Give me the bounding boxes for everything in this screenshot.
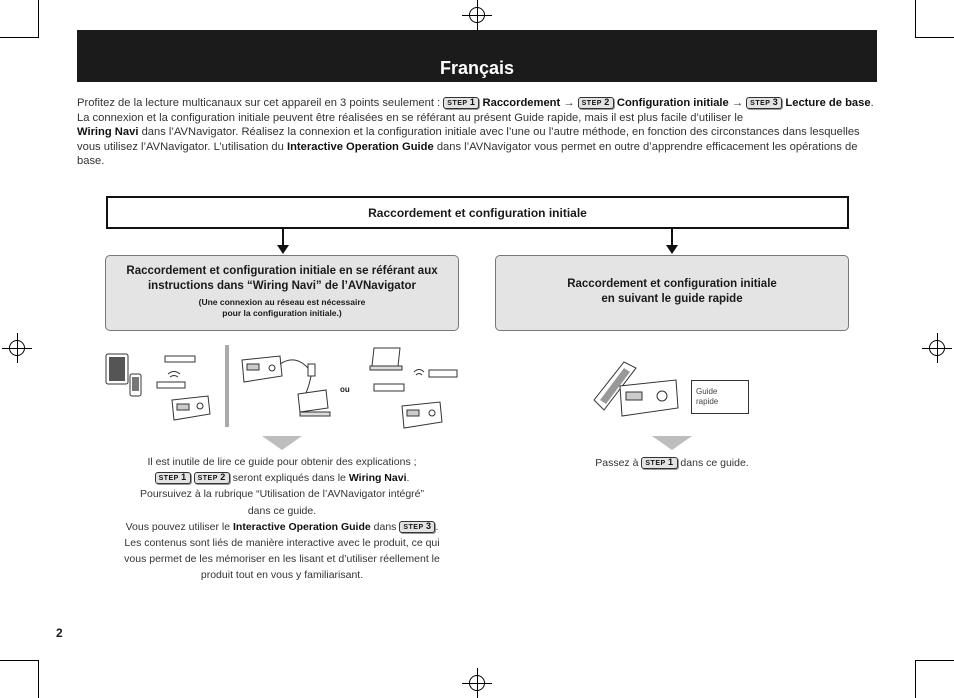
flow-arrow-left — [282, 229, 284, 246]
step-2-badge: STEP 2 — [193, 472, 230, 485]
registration-mark-icon — [462, 0, 492, 30]
panel-line: instructions dans “Wiring Navi” de l’AVN… — [147, 280, 417, 292]
configuration-label: Configuration initiale — [616, 97, 729, 109]
lecture-label: Lecture de base — [785, 97, 871, 109]
receiver-laptop-illustration — [241, 347, 458, 429]
step-1-badge: STEP 1 — [443, 97, 480, 109]
registration-mark-icon — [462, 668, 492, 698]
instruction-line: produit tout en vous y familiarisant. — [200, 569, 364, 582]
quick-guide-panel: Raccordement et configuration initiale e… — [495, 255, 849, 331]
remote-receiver-illustration — [593, 361, 679, 417]
panel-line: Raccordement et configuration initiale e… — [126, 265, 438, 277]
step-2-badge: STEP 2 — [577, 97, 614, 109]
flow-arrow-right — [671, 229, 673, 246]
crop-mark — [916, 660, 954, 661]
intro-text: dans l’AVNavigator. Réalisez la connexio… — [77, 126, 860, 153]
illustration-divider — [225, 345, 229, 427]
page-title-bar: Français — [77, 30, 877, 82]
flow-arrow-left-head — [277, 245, 289, 254]
instruction-line: vous permet de les mémoriser en les lisa… — [124, 553, 440, 566]
instruction-line: Vous pouvez utiliser le Interactive Oper… — [125, 520, 439, 533]
iog-label: Interactive Operation Guide — [286, 140, 434, 153]
instruction-line: STEP 1 STEP 2 seront expliqués dans le W… — [104, 470, 460, 486]
crop-mark — [916, 37, 954, 38]
crop-mark — [915, 0, 916, 38]
step-3-badge: STEP 3 — [746, 97, 783, 109]
page-number: 2 — [56, 626, 63, 640]
registration-mark-icon — [2, 333, 32, 363]
flow-arrow-right-head — [666, 245, 678, 254]
or-label: ou — [340, 385, 350, 394]
wiring-navi-instructions: Il est inutile de lire ce guide pour obt… — [104, 454, 460, 584]
step-1-badge: STEP 1 — [641, 457, 678, 469]
arrow-icon: → — [563, 97, 575, 109]
intro-text: dans l’AVNavigator vous permet en outre … — [77, 140, 858, 168]
crop-mark — [38, 660, 39, 698]
step-3-badge: STEP 3 — [399, 520, 436, 533]
instruction-line: dans ce guide. — [247, 504, 317, 517]
wiring-navi-label: Wiring Navi — [77, 126, 139, 139]
crop-mark — [915, 660, 916, 698]
tablet-receiver-illustration — [105, 353, 211, 421]
step-1-badge: STEP 1 — [154, 472, 191, 485]
intro-text: La connexion et la configuration initial… — [77, 111, 744, 124]
crop-mark — [0, 37, 38, 38]
instruction-line: Il est inutile de lire ce guide pour obt… — [147, 456, 417, 468]
intro-paragraph: Profitez de la lecture multicanaux sur c… — [77, 97, 874, 168]
down-arrow-right-icon — [652, 436, 692, 450]
down-arrow-left-icon — [262, 436, 302, 450]
arrow-icon: → — [731, 97, 744, 109]
crop-mark — [38, 0, 39, 38]
wiring-navi-panel: Raccordement et configuration initiale e… — [105, 255, 459, 331]
instruction-line: Poursuivez à la rubrique “Utilisation de… — [139, 488, 425, 501]
crop-mark — [0, 660, 38, 661]
registration-mark-icon — [922, 333, 952, 363]
flow-main-box: Raccordement et configuration initiale — [106, 196, 849, 229]
intro-text: Profitez de la lecture multicanaux sur c… — [77, 97, 441, 109]
raccordement-label: Raccordement — [482, 97, 561, 109]
quick-guide-instruction: Passez à STEP 1 dans ce guide. — [595, 457, 749, 469]
instruction-line: Les contenus sont liés de manière intera… — [124, 537, 440, 550]
page-title: Français — [439, 58, 515, 78]
panel-line: Raccordement et configuration initiale — [567, 278, 777, 290]
panel-line: en suivant le guide rapide — [601, 293, 743, 305]
